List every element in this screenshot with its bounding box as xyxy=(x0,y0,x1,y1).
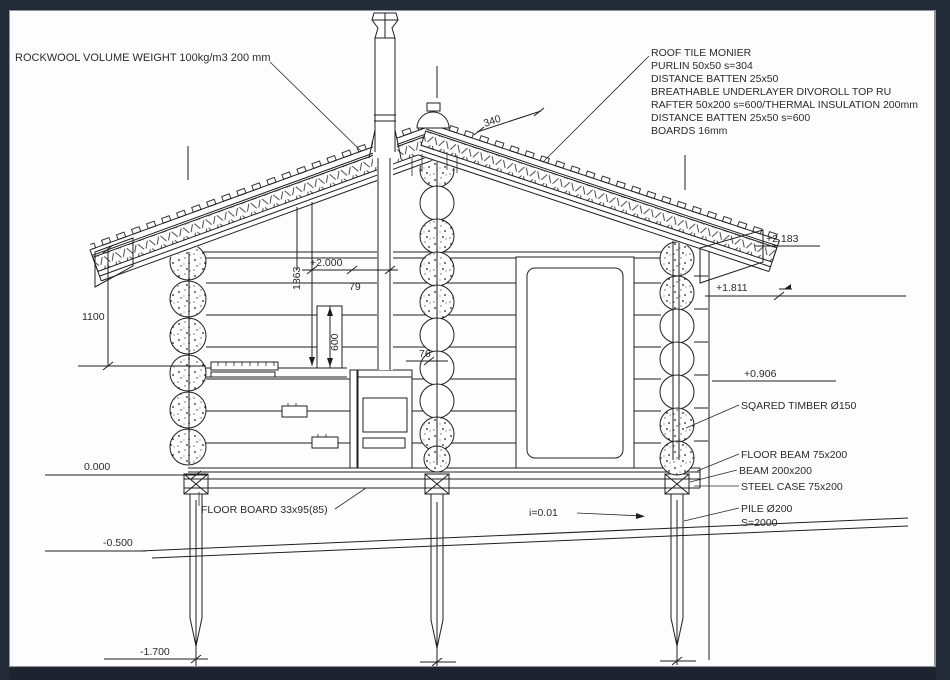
pile-leader xyxy=(683,507,740,522)
level-wall: +0.906 xyxy=(744,368,777,380)
roof-note-4: BREATHABLE UNDERLAYER DIVOROLL TOP RU xyxy=(651,86,891,98)
ground-lines xyxy=(139,517,909,559)
floor-board-label: FLOOR BOARD 33x95(85) xyxy=(201,504,328,516)
annotations: ROCKWOOL VOLUME WEIGHT 100kg/m3 200 mm R… xyxy=(15,47,918,529)
floor-beam-leader xyxy=(696,453,740,472)
door xyxy=(515,256,635,469)
squared-timber-label: SQARED TIMBER Ø150 xyxy=(741,400,857,412)
dim-76: 76 xyxy=(419,348,431,360)
roof-note-2: PURLIN 50x50 s=304 xyxy=(651,60,753,72)
dim-1100 xyxy=(78,244,206,371)
slope-label: i=0.01 xyxy=(529,507,558,519)
dim-340 xyxy=(473,107,545,136)
level-floor: 0.000 xyxy=(84,461,110,473)
dim-wall-height: 1100 xyxy=(82,311,105,323)
level-lines xyxy=(45,245,906,663)
level-eave: +1.811 xyxy=(716,282,748,294)
dim-stove-clearance: 600 xyxy=(329,333,341,351)
level-ground: -0.500 xyxy=(103,537,133,549)
right-log-wall xyxy=(659,225,708,476)
squared-timber-leader xyxy=(685,404,740,429)
steel-case-label: STEEL CASE 75x200 xyxy=(741,481,843,493)
level-ridge: +2.183 xyxy=(766,233,799,245)
left-eave-fascia xyxy=(94,237,134,288)
beam-leader xyxy=(689,469,738,483)
roof-left-slope xyxy=(87,116,451,282)
level-marks xyxy=(190,265,792,667)
right-eave-fascia xyxy=(699,229,764,284)
steel-cases xyxy=(183,473,690,495)
roof-note-3: DISTANCE BATTEN 25x50 xyxy=(651,73,779,85)
stove-ash-slot xyxy=(362,437,406,449)
beam-label: BEAM 200x200 xyxy=(739,465,812,477)
dim-ridge-offset: 340 xyxy=(482,113,503,130)
leader-lines xyxy=(198,55,740,522)
dim-600 xyxy=(327,306,333,368)
rockwool-note: ROCKWOOL VOLUME WEIGHT 100kg/m3 200 mm xyxy=(15,52,271,64)
roof-note-7: BOARDS 16mm xyxy=(651,125,728,137)
floor-board-leader-b xyxy=(334,487,367,510)
slope-arrow-line xyxy=(576,512,644,517)
chimney xyxy=(368,12,402,370)
stove xyxy=(357,369,413,469)
dim-interior-height: 1863 xyxy=(291,266,303,290)
stove-shield xyxy=(349,369,358,469)
slope-arrowhead xyxy=(635,513,646,520)
wall-vent-boxes xyxy=(281,403,339,449)
dim-76 xyxy=(406,356,448,366)
roof-right-slope xyxy=(417,116,783,273)
ridge-cap xyxy=(416,102,450,129)
roof-note-6: DISTANCE BATTEN 25x50 s=600 xyxy=(651,112,810,124)
roof-note-leader xyxy=(542,55,650,163)
middle-log-wall xyxy=(419,152,455,473)
piles xyxy=(189,494,684,668)
pile-label: PILE Ø200 xyxy=(741,503,793,515)
dim-texts: 1100 1863 600 340 79 76 xyxy=(82,113,503,360)
dim-79: 79 xyxy=(349,281,361,293)
reference-lines xyxy=(187,66,710,660)
roof-note-1: ROOF TILE MONIER xyxy=(651,47,752,59)
pile-spacing-label: S=2000 xyxy=(741,517,778,529)
level-pile-tip: -1.700 xyxy=(140,646,170,658)
floor-beam-label: FLOOR BEAM 75x200 xyxy=(741,449,847,461)
roof-note-5: RAFTER 50x200 s=600/THERMAL INSULATION 2… xyxy=(651,99,918,111)
gable-boards xyxy=(411,152,458,176)
level-texts: +2.183 +1.811 +0.906 +2.000 0.000 -0.500… xyxy=(84,233,799,658)
left-log-wall xyxy=(169,243,207,466)
level-interior: +2.000 xyxy=(310,257,343,269)
rockwool-leader xyxy=(269,61,362,152)
stove-door xyxy=(362,397,408,433)
